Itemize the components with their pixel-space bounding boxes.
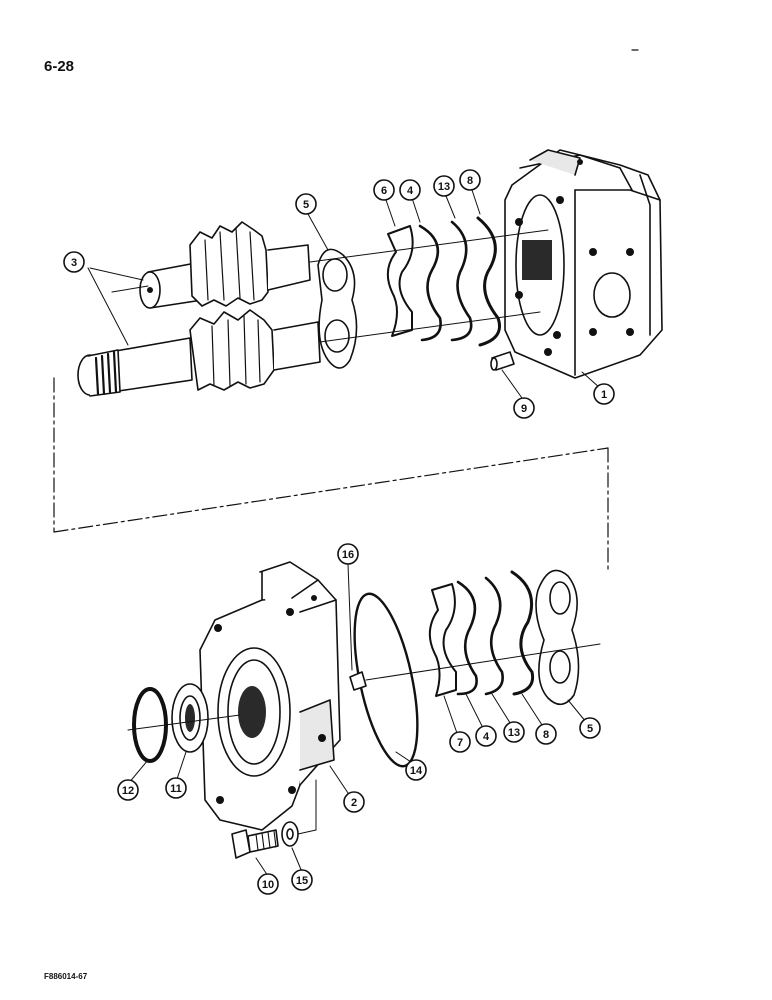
seal-part-13-lower — [484, 576, 504, 696]
seal-part-4-upper — [418, 224, 442, 342]
callout-label: 5 — [303, 199, 309, 211]
callout-13-lower: 13 — [503, 721, 525, 743]
drive-gear-part-3 — [77, 221, 321, 397]
callout-5-upper: 5 — [295, 193, 317, 215]
callout-label: 11 — [170, 783, 182, 795]
callout-label: 6 — [381, 185, 387, 197]
callout-7: 7 — [449, 731, 471, 753]
callout-5-lower: 5 — [579, 717, 601, 739]
callout-label: 4 — [407, 185, 414, 197]
assembly-connector — [53, 377, 609, 573]
callout-label: 1 — [601, 389, 607, 401]
callout-4-upper: 4 — [399, 179, 421, 201]
callout-label: 13 — [438, 181, 450, 193]
callout-13-upper: 13 — [433, 175, 455, 197]
callout-label: 7 — [457, 737, 463, 749]
callout-3: 3 — [63, 251, 85, 273]
mounting-flange-part-2 — [199, 561, 341, 831]
washer-part-15 — [281, 821, 299, 847]
pump-body-part-1 — [504, 149, 663, 379]
seal-part-7 — [428, 583, 457, 697]
callout-label: 13 — [508, 727, 520, 739]
lower-centerline — [127, 643, 601, 731]
callout-8-upper: 8 — [459, 169, 481, 191]
figure-code: F886014-67 — [44, 972, 88, 981]
callout-label: 2 — [351, 797, 357, 809]
seal-part-6 — [386, 225, 414, 337]
callout-label: 15 — [296, 875, 308, 887]
bolt-leader-line — [297, 779, 317, 835]
callout-4-lower: 4 — [475, 725, 497, 747]
seal-part-4-lower — [456, 580, 478, 696]
callout-14: 14 — [405, 759, 427, 781]
thrust-plate-part-5-upper — [317, 248, 358, 369]
callout-10: 10 — [257, 873, 279, 895]
callout-16: 16 — [337, 543, 359, 565]
thrust-plate-part-5-lower — [535, 569, 580, 706]
callout-label: 8 — [543, 729, 549, 741]
callout-8-lower: 8 — [535, 723, 557, 745]
callout-6: 6 — [373, 179, 395, 201]
callout-label: 10 — [262, 879, 274, 891]
snap-ring-part-12 — [132, 687, 168, 763]
callout-9: 9 — [513, 397, 535, 419]
callout-label: 5 — [587, 723, 593, 735]
wear-plate-part-8-upper — [476, 216, 501, 347]
callout-1: 1 — [593, 383, 615, 405]
upper-centerlines — [111, 229, 549, 343]
callout-12: 12 — [117, 779, 139, 801]
shaft-seal-part-11 — [171, 683, 209, 753]
callout-label: 3 — [71, 257, 77, 269]
page-number: 6-28 — [44, 58, 75, 75]
callout-11: 11 — [165, 777, 187, 799]
callout-label: 9 — [521, 403, 527, 415]
leader-lines — [87, 189, 601, 877]
dowel-pin-part-9 — [490, 351, 515, 371]
callout-2: 2 — [343, 791, 365, 813]
pin-part-16 — [349, 671, 367, 691]
callout-label: 14 — [410, 765, 423, 777]
callout-label: 8 — [467, 175, 473, 187]
callout-15: 15 — [291, 869, 313, 891]
bolt-part-10 — [231, 829, 279, 859]
seal-part-13-upper — [450, 220, 473, 342]
callout-label: 12 — [122, 785, 134, 797]
wear-plate-part-8-lower — [510, 570, 535, 696]
callout-label: 16 — [342, 549, 354, 561]
callout-label: 4 — [483, 731, 490, 743]
